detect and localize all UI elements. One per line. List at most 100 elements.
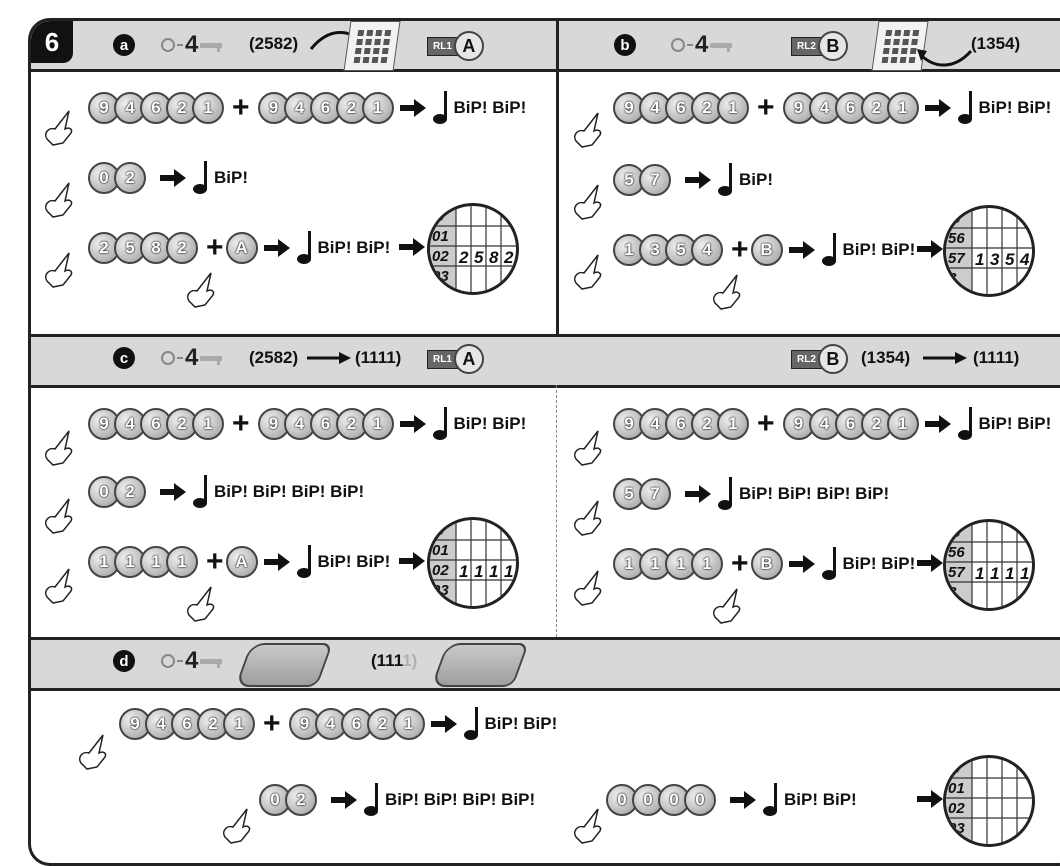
keypad-button: 1	[886, 408, 919, 440]
hand-pointer-icon	[573, 808, 602, 844]
memory-row-label: 5	[952, 524, 961, 541]
memory-row-label: 56	[948, 544, 965, 561]
memory-magnifier: 0 01 02 03 1 1 1 1	[427, 517, 519, 609]
divider-c-body	[556, 385, 557, 637]
divider-ab-body	[556, 69, 559, 334]
hand-pointer-icon	[573, 500, 602, 536]
section-d-code: (1111)	[371, 651, 417, 671]
memory-digit: 1	[1020, 564, 1030, 583]
hand-pointer-icon	[573, 184, 602, 220]
keypad-button: 1	[361, 92, 394, 124]
memory-digit: 1	[489, 562, 499, 581]
hand-pointer-icon	[186, 586, 215, 622]
relay-letter: B	[817, 31, 848, 61]
memory-digit: 3	[990, 250, 1000, 269]
memory-row-label: 01	[432, 542, 449, 559]
keypad-button: 0	[88, 476, 120, 508]
right-arrow-icon	[788, 241, 815, 259]
memory-digit: 1	[975, 250, 985, 269]
right-arrow-icon	[685, 485, 711, 503]
hand-pointer-icon	[186, 272, 215, 308]
relay-tag: RL1	[427, 36, 458, 56]
keypad-chip-icon	[871, 21, 929, 71]
curved-arrow-icon	[917, 49, 973, 67]
memory-digit: 1	[504, 562, 514, 581]
music-note-icon	[296, 545, 311, 578]
code-main: (111	[371, 651, 403, 670]
right-arrow-icon	[263, 553, 290, 571]
section-c-left-from: (2582)	[249, 348, 299, 367]
keypad-button: 1	[361, 408, 394, 440]
keypad-button: 1	[192, 408, 224, 440]
keypad-button: 9	[782, 408, 815, 440]
relay-letter: B	[817, 344, 848, 374]
relay-letter: A	[453, 31, 484, 61]
beep-text: BiP! BiP!	[484, 714, 558, 733]
plus-icon: +	[206, 545, 224, 578]
section-c-right-to: (1111)	[973, 348, 1020, 367]
memory-magnifier: 0 01 02 03	[943, 755, 1035, 847]
remote-button: B	[750, 548, 783, 580]
memory-row-label: 5	[952, 210, 961, 227]
memory-row-label: 8	[948, 270, 957, 287]
keypad-button: 2	[114, 476, 146, 508]
code-faded: 1)	[402, 651, 418, 670]
right-arrow-icon	[160, 169, 186, 187]
plus-icon: +	[232, 91, 250, 124]
keypad-button: 2	[285, 784, 317, 816]
memory-row-label: 02	[432, 562, 449, 579]
remote-button: B	[750, 234, 783, 266]
memory-digit: 2	[504, 248, 514, 267]
right-arrow-icon	[160, 483, 186, 501]
memory-digit: 8	[489, 248, 499, 267]
keypad-button: 0	[658, 784, 690, 816]
memory-magnifier: 0 01 02 03 2 5 8 2	[427, 203, 519, 295]
memory-row-label: 01	[432, 228, 449, 245]
right-arrow-icon	[399, 552, 425, 570]
music-note-icon	[432, 407, 447, 440]
keypad-button: 4	[691, 234, 723, 266]
beep-text: BiP! BiP!	[842, 554, 916, 573]
beep-text: BiP! BiP!	[317, 552, 391, 571]
music-note-icon	[821, 233, 836, 266]
section-d-badge: d	[113, 650, 135, 672]
music-note-icon	[193, 475, 207, 508]
hand-pointer-icon	[712, 588, 741, 624]
key-icon: 4	[161, 346, 223, 370]
key-icon: 4	[161, 649, 223, 673]
long-arrow-icon	[923, 352, 967, 364]
beep-text: BiP! BiP! BiP! BiP!	[385, 790, 536, 809]
memory-row-label: 02	[432, 248, 449, 265]
keypad-button: 1	[886, 92, 919, 124]
keypad-button: 1	[392, 708, 425, 740]
beep-text: BiP! BiP!	[317, 238, 391, 257]
eraser-icon	[234, 643, 334, 687]
hand-pointer-icon	[44, 252, 73, 288]
right-arrow-icon	[730, 791, 756, 809]
keypad-button: 2	[860, 408, 893, 440]
right-arrow-icon	[788, 555, 815, 573]
memory-digit: 2	[459, 248, 469, 267]
beep-text: BiP! BiP! BiP! BiP!	[739, 484, 890, 503]
hand-pointer-icon	[573, 112, 602, 148]
music-note-icon	[193, 161, 207, 194]
keypad-button: 1	[717, 92, 749, 124]
right-arrow-icon	[399, 238, 425, 256]
header-bar-d	[31, 637, 1060, 691]
hand-pointer-icon	[573, 430, 602, 466]
hand-pointer-icon	[712, 274, 741, 310]
memory-row-label: 0	[436, 208, 445, 225]
plus-icon: +	[263, 707, 281, 740]
